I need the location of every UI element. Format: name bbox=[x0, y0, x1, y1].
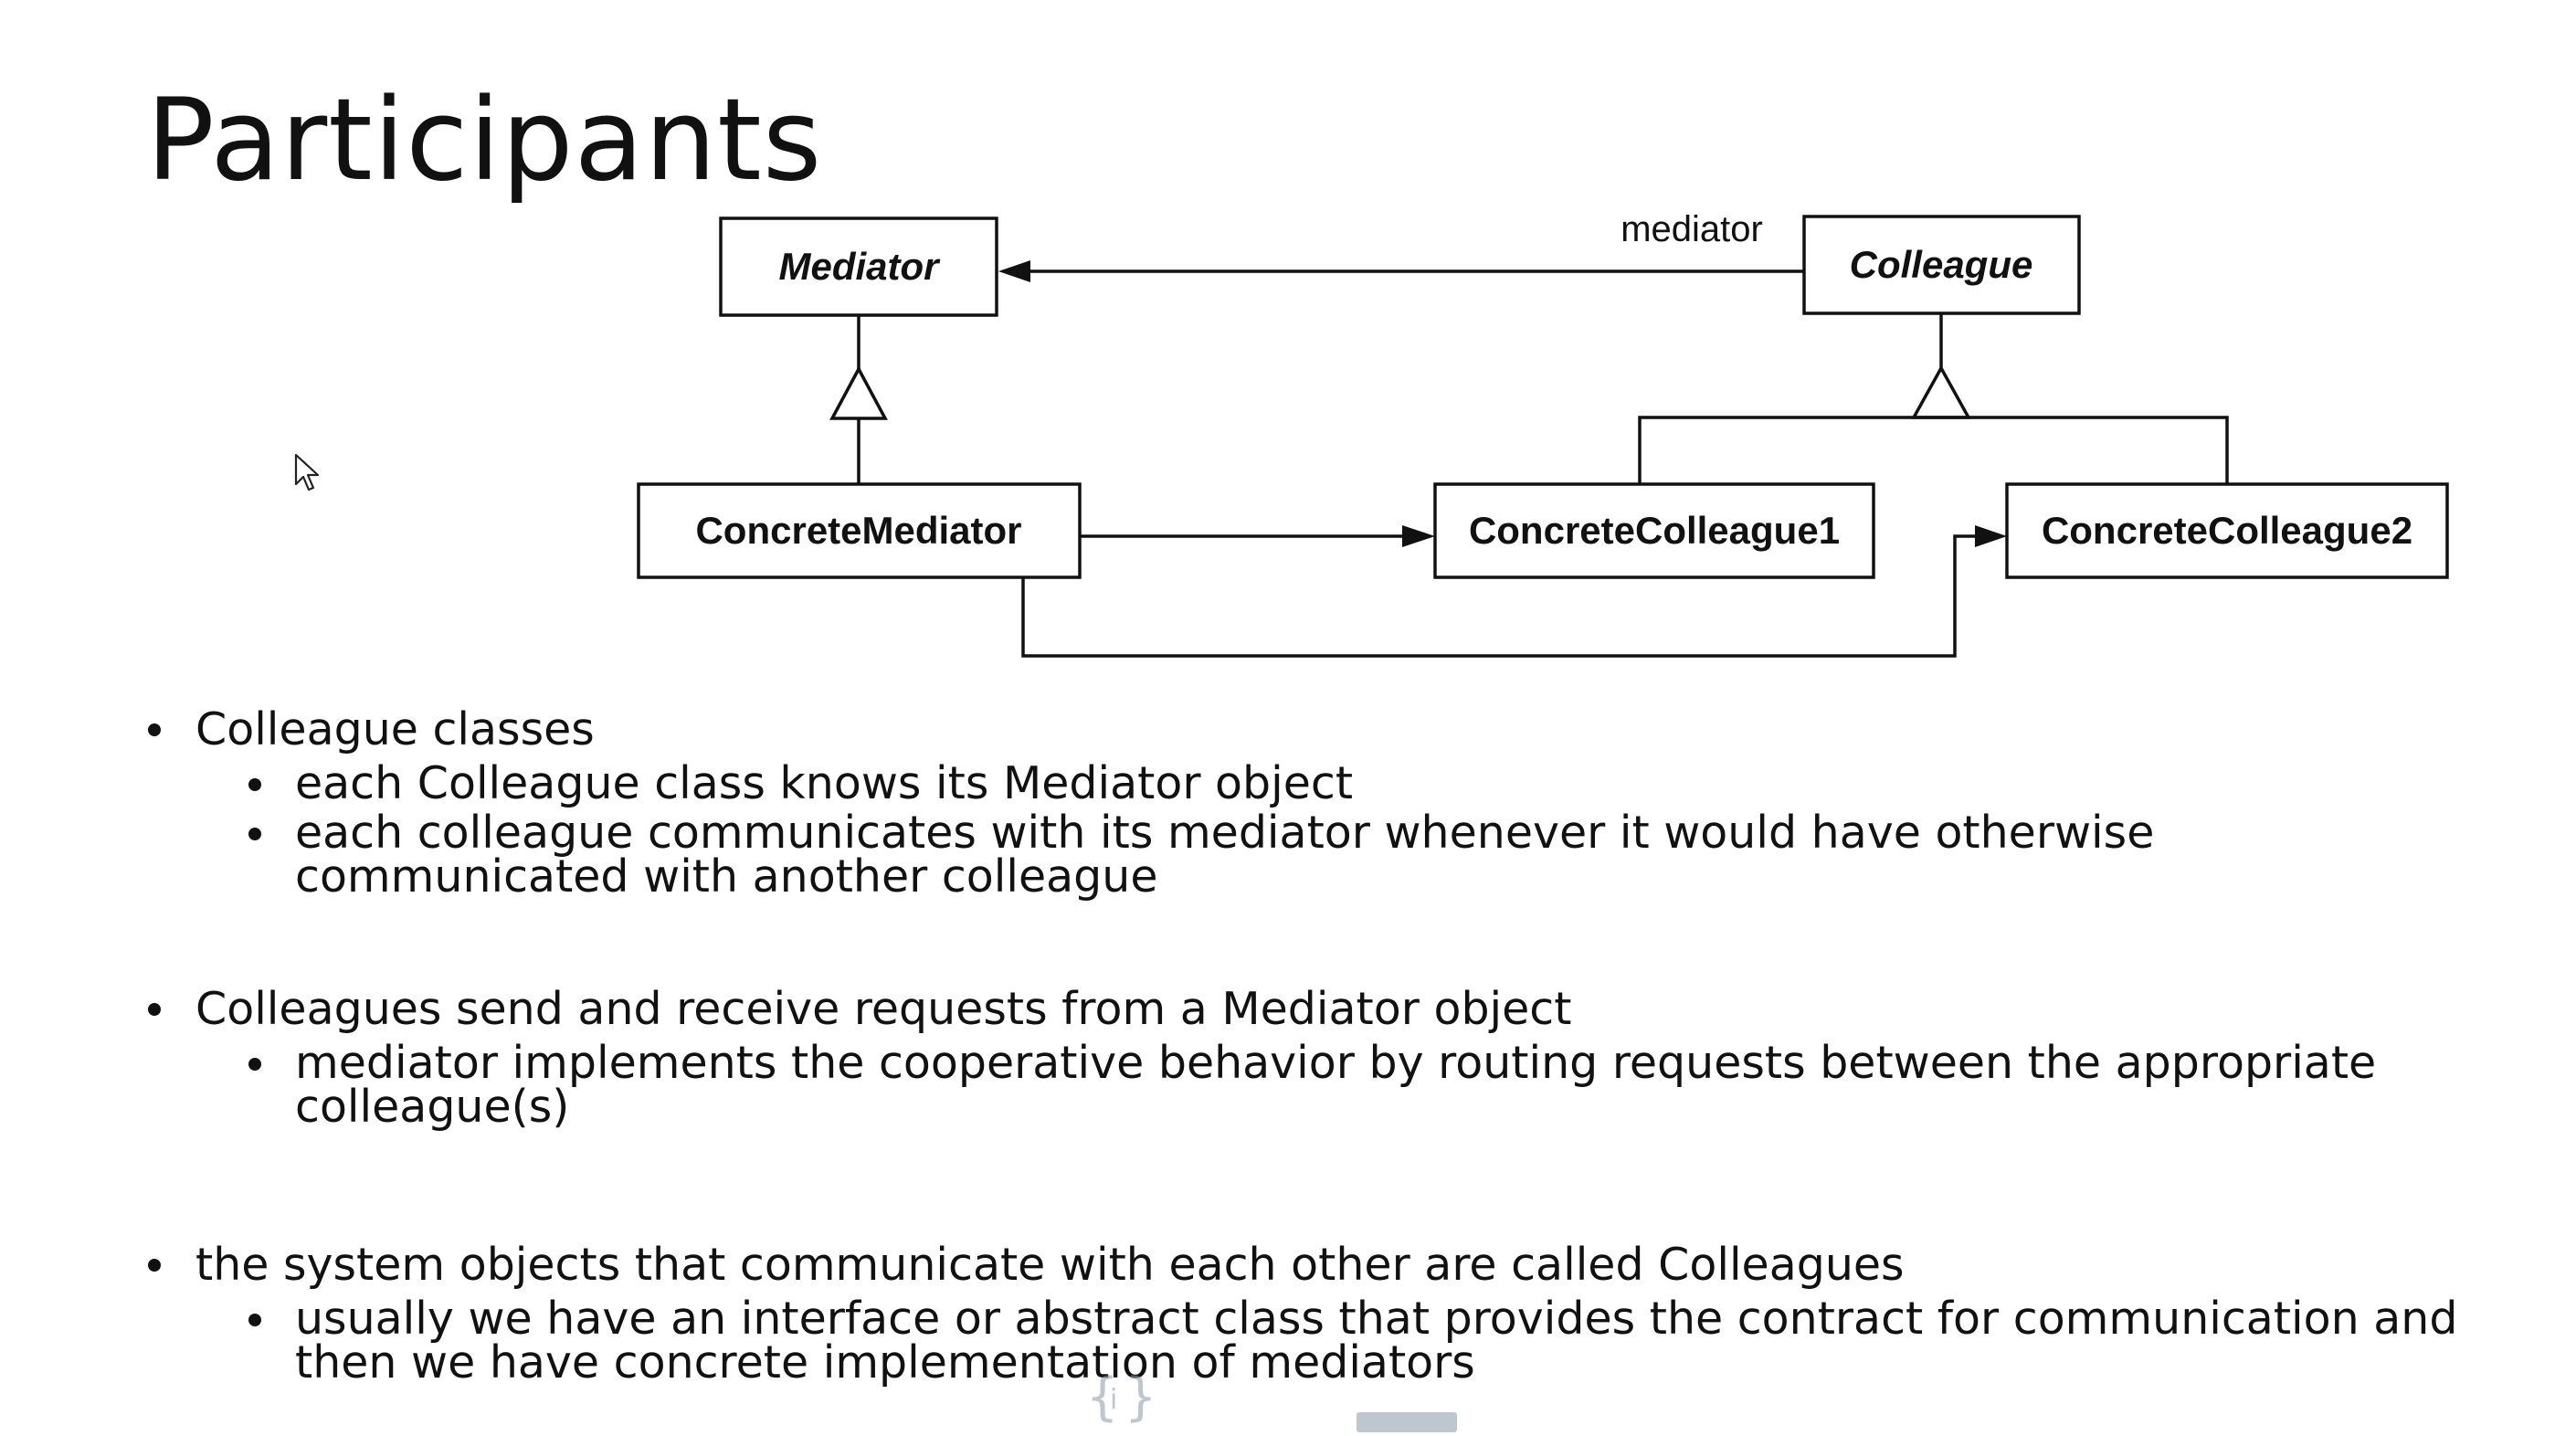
svg-text:i: i bbox=[1110, 1384, 1117, 1416]
svg-text:{: { bbox=[1086, 1367, 1119, 1427]
concrete-mediator-class: ConcreteMediator bbox=[637, 482, 1082, 579]
generalization-concrete-colleagues bbox=[1638, 313, 2229, 484]
bullet-item: the system objects that communicate with… bbox=[146, 1239, 2485, 1292]
sub-bullet-text: each colleague communicates with its med… bbox=[295, 807, 2155, 903]
colleague-class: Colleague bbox=[1802, 215, 2081, 315]
concrete-colleague2-class: ConcreteColleague2 bbox=[2005, 482, 2449, 579]
concrete-colleague2-class-label: ConcreteColleague2 bbox=[2042, 509, 2412, 552]
mouse-pointer-icon bbox=[294, 453, 320, 491]
sub-bullet-text: usually we have an interface or abstract… bbox=[295, 1293, 2458, 1388]
association-to-concrete-colleague1 bbox=[1080, 525, 1435, 547]
concrete-mediator-class-label: ConcreteMediator bbox=[695, 509, 1021, 552]
sub-bullet-text: mediator implements the cooperative beha… bbox=[295, 1037, 2377, 1133]
concrete-colleague1-class: ConcreteColleague1 bbox=[1433, 482, 1875, 579]
sub-bullet-marker bbox=[248, 1058, 261, 1071]
sub-bullet-text: each Colleague class knows its Mediator … bbox=[295, 757, 1354, 809]
mediator-class: Mediator bbox=[719, 216, 998, 317]
bullet-item: Colleagues send and receive requests fro… bbox=[146, 983, 2485, 1036]
association-label-mediator: mediator bbox=[1621, 209, 1763, 249]
learn-programming-academy-logo: { i } bbox=[1086, 1367, 1457, 1432]
uml-class-diagram: Mediator Colleague ConcreteMediator Conc… bbox=[637, 209, 2449, 658]
sub-bullet-item: each Colleague class knows its Mediator … bbox=[146, 761, 2485, 806]
bullet-text: Colleague classes bbox=[195, 703, 595, 755]
sub-bullet-item: mediator implements the cooperative beha… bbox=[146, 1040, 2485, 1129]
bullet-text: the system objects that communicate with… bbox=[195, 1239, 1905, 1291]
generalization-concrete-mediator bbox=[829, 315, 888, 484]
arrowhead-colleague2 bbox=[1975, 525, 2007, 547]
sub-bullet-marker bbox=[248, 1314, 261, 1326]
arrowhead-colleague1 bbox=[1402, 525, 1435, 547]
sub-bullet-marker bbox=[248, 828, 261, 840]
concrete-colleague1-class-label: ConcreteColleague1 bbox=[1469, 509, 1840, 552]
colleague-class-label: Colleague bbox=[1850, 243, 2033, 286]
association-to-concrete-colleague2 bbox=[1021, 525, 2007, 658]
slide-title: Participants bbox=[146, 75, 823, 206]
sub-bullet-marker bbox=[248, 778, 261, 791]
bullet-marker bbox=[148, 1003, 161, 1016]
mediator-class-label: Mediator bbox=[778, 245, 941, 288]
association-arrowhead bbox=[998, 260, 1030, 282]
bullet-marker bbox=[148, 1259, 161, 1272]
association-colleague-to-mediator bbox=[998, 260, 1804, 282]
bullet-item: Colleague classes bbox=[146, 703, 2485, 756]
bullet-text: Colleagues send and receive requests fro… bbox=[195, 983, 1572, 1035]
sub-bullet-item: usually we have an interface or abstract… bbox=[146, 1296, 2485, 1385]
bullet-marker bbox=[148, 723, 161, 736]
bullet-list: Colleague classes each Colleague class k… bbox=[146, 703, 2485, 1385]
svg-text:}: } bbox=[1124, 1367, 1157, 1427]
sub-bullet-item: each colleague communicates with its med… bbox=[146, 810, 2485, 899]
